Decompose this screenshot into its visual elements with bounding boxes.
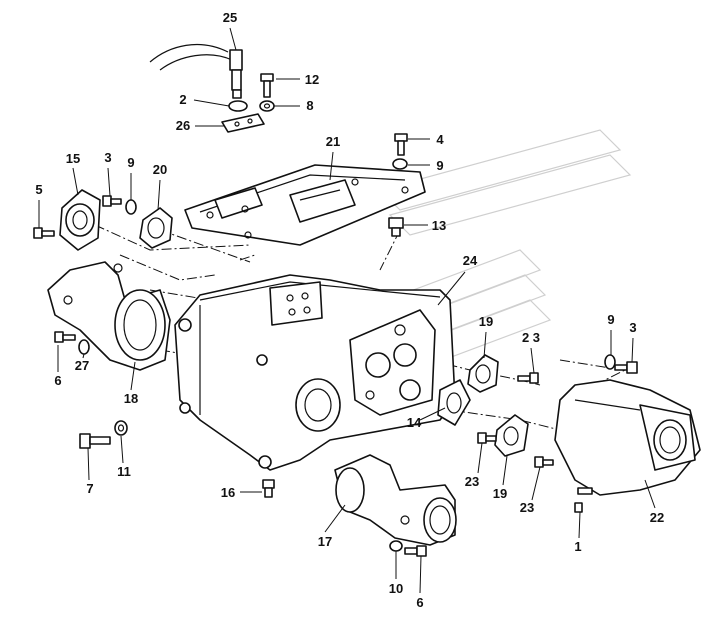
callout-c19a: 19 xyxy=(479,314,493,329)
callout-c14: 14 xyxy=(407,415,422,430)
callout-c1: 1 xyxy=(574,539,581,554)
gasket-19-top xyxy=(467,354,499,393)
callout-c17: 17 xyxy=(318,534,332,549)
callout-c2a: 2 xyxy=(179,92,186,107)
bolt-3-left xyxy=(102,195,122,207)
bolt-23-mid xyxy=(477,432,497,444)
callout-c21: 21 xyxy=(326,134,340,149)
plug-13 xyxy=(388,217,404,237)
callout-c8: 8 xyxy=(306,98,313,113)
bolt-5 xyxy=(33,227,55,239)
callout-c23b: 23 xyxy=(465,474,479,489)
washer-2 xyxy=(228,100,248,112)
gasket-19-bottom xyxy=(494,414,529,457)
callout-c18: 18 xyxy=(124,391,138,406)
washer-9-right xyxy=(604,354,616,370)
top-cover-21 xyxy=(184,164,426,246)
leader-lines xyxy=(38,27,656,594)
sensor-25 xyxy=(149,43,243,99)
callout-c20: 20 xyxy=(153,162,167,177)
callout-c3b: 3 xyxy=(629,320,636,335)
gasket-20 xyxy=(139,207,173,249)
callout-c12: 12 xyxy=(305,72,319,87)
callout-c15: 15 xyxy=(66,151,80,166)
callout-c25: 25 xyxy=(223,10,237,25)
bolt-23-low xyxy=(534,456,554,468)
housing-22 xyxy=(554,379,701,496)
callout-c9b: 9 xyxy=(127,155,134,170)
callout-c24: 24 xyxy=(463,253,478,268)
callout-c6a: 6 xyxy=(54,373,61,388)
bolt-6-bottom xyxy=(404,545,427,557)
callout-c10: 10 xyxy=(389,581,403,596)
callout-c16: 16 xyxy=(221,485,235,500)
washer-11 xyxy=(114,420,128,436)
bolt-7 xyxy=(79,433,111,449)
bolt-3-right xyxy=(614,361,638,374)
gearbox-housing xyxy=(174,274,456,471)
callout-c9c: 9 xyxy=(607,312,614,327)
callout-c23c: 23 xyxy=(520,500,534,515)
callout-c22: 22 xyxy=(650,510,664,525)
washer-8 xyxy=(259,100,275,112)
bolt-12 xyxy=(260,73,274,98)
cover-15 xyxy=(59,189,101,251)
callout-c6b: 6 xyxy=(416,595,423,610)
callout-c9a: 9 xyxy=(436,158,443,173)
callout-c13: 13 xyxy=(432,218,446,233)
callout-c23a: 2 3 xyxy=(522,330,540,345)
housing-17 xyxy=(334,454,457,546)
callout-c7: 7 xyxy=(86,481,93,496)
washer-9-left xyxy=(125,199,137,215)
callout-c5: 5 xyxy=(35,182,42,197)
callout-c4: 4 xyxy=(436,132,444,147)
washer-10 xyxy=(389,540,403,552)
plug-16 xyxy=(262,479,275,498)
washer-27 xyxy=(78,339,90,355)
housing-18 xyxy=(47,261,171,371)
callout-c11: 11 xyxy=(117,464,131,479)
callout-c26: 26 xyxy=(176,118,190,133)
plate-26 xyxy=(221,113,265,133)
callout-c3a: 3 xyxy=(104,150,111,165)
callout-c19b: 19 xyxy=(493,486,507,501)
pin-1 xyxy=(574,502,583,513)
bolt-4 xyxy=(394,133,408,156)
callout-c27: 27 xyxy=(75,358,89,373)
bolt-23-top xyxy=(517,372,539,384)
washer-9-top xyxy=(392,158,408,170)
bolt-6-left xyxy=(54,331,76,343)
